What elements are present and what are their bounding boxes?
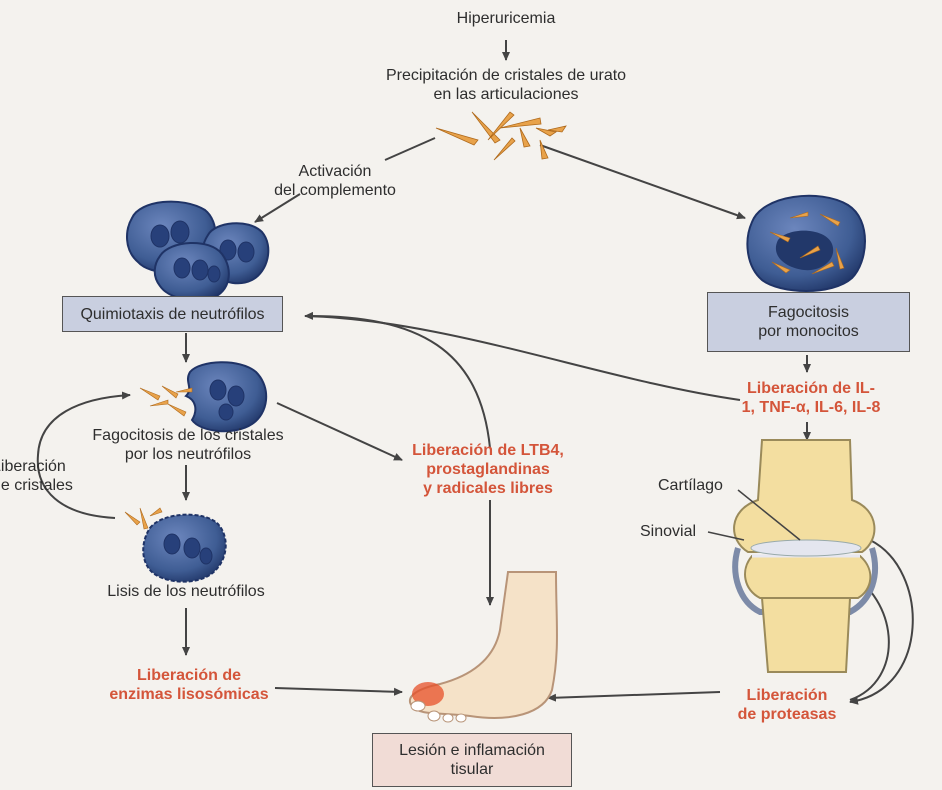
label-fagocitosis-cristales: Fagocitosis de los cristales por los neu… (68, 426, 308, 464)
label-enzimas-line1: Liberación de (136, 667, 242, 684)
label-ltb4-line2: prostaglandinas (426, 461, 550, 478)
label-proteasas-line2: de proteasas (737, 706, 837, 723)
label-liberacion-il: Liberación de IL- 1, TNF-α, IL-6, IL-8 (716, 379, 906, 417)
label-lisis-neutrofilos: Lisis de los neutrófilos (107, 583, 265, 600)
label-precipitacion: Precipitación de cristales de urato en l… (366, 66, 646, 104)
label-cartilago: Cartílago (658, 477, 723, 494)
label-hiperuricemia: Hiperuricemia (456, 10, 556, 27)
label-il-line2: 1, TNF-α, IL-6, IL-8 (741, 399, 881, 416)
label-precipitacion-line1: Precipitación de cristales de urato (385, 67, 627, 84)
neutrophil-phagocytosis (139, 361, 268, 433)
box-lesion-line1: Lesión e inflamación (399, 742, 545, 759)
neutrophil-lysis (124, 507, 227, 583)
label-liberacion-enzimas: Liberación de enzimas lisosómicas (104, 666, 274, 704)
neutrophil-cluster (126, 200, 270, 302)
label-fagocitosis-cristales-line1: Fagocitosis de los cristales (92, 427, 284, 444)
label-precipitacion-line2: en las articulaciones (433, 86, 579, 103)
knee-joint (707, 439, 878, 673)
label-liberacion-cristales-line1: Liberación (0, 458, 66, 475)
label-liberacion-cristales: Liberación de cristales (0, 457, 82, 495)
box-lesion-inflamacion: Lesión e inflamación tisular (372, 733, 572, 787)
label-activacion-complemento: Activación del complemento (250, 162, 420, 200)
foot (409, 571, 558, 723)
label-sinovial: Sinovial (640, 523, 697, 540)
label-ltb4-line1: Liberación de LTB4, (412, 442, 564, 459)
box-fagocitosis-monocitos: Fagocitosis por monocitos (707, 292, 910, 352)
label-fagocitosis-cristales-line2: por los neutrófilos (124, 446, 252, 463)
label-activacion-line1: Activación (298, 163, 372, 180)
urate-crystals (435, 111, 567, 161)
box-quimiotaxis: Quimiotaxis de neutrófilos (62, 296, 283, 332)
monocyte-with-crystals (746, 194, 866, 292)
label-enzimas-line2: enzimas lisosómicas (109, 686, 269, 703)
label-liberacion-cristales-line2: de cristales (0, 477, 73, 494)
label-liberacion-proteasas: Liberación de proteasas (722, 686, 852, 724)
box-quimiotaxis-label: Quimiotaxis de neutrófilos (80, 305, 265, 323)
label-liberacion-ltb4: Liberación de LTB4, prostaglandinas y ra… (398, 441, 578, 498)
arrows (36, 40, 914, 705)
label-il-line1: Liberación de IL- (746, 380, 875, 397)
box-fagocitosis-line1: Fagocitosis (768, 304, 849, 321)
box-lesion-line2: tisular (450, 761, 494, 778)
label-proteasas-line1: Liberación (746, 687, 828, 704)
label-ltb4-line3: y radicales libres (423, 480, 553, 497)
label-activacion-line2: del complemento (274, 182, 396, 199)
box-fagocitosis-line2: por monocitos (758, 323, 859, 340)
